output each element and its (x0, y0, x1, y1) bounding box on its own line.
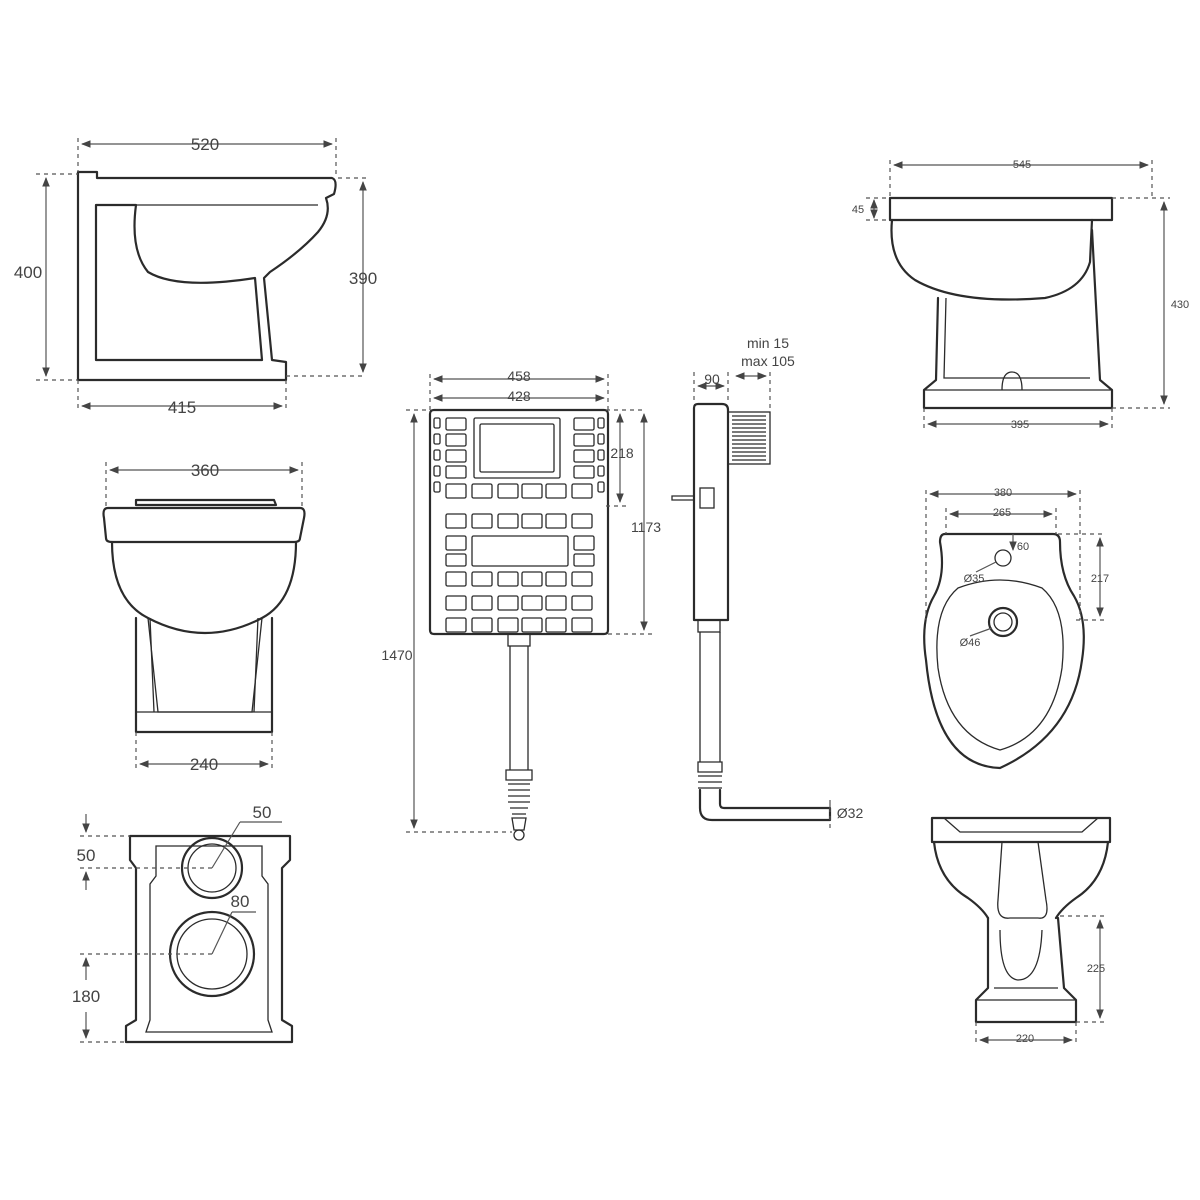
dim-wc-side-height: 400 (14, 263, 42, 282)
wc-base-view: 50 80 50 180 (72, 803, 294, 1044)
cistern-grid-cell (521, 513, 543, 529)
cistern-grid-cell (445, 433, 467, 447)
wc-front-view: 360 240 (102, 461, 306, 774)
dim-bidet-front-base-width: 220 (1016, 1033, 1034, 1045)
cistern-grid-cell (471, 595, 493, 611)
dim-wc-side-base-width: 415 (168, 398, 196, 417)
cistern-grid-cell (545, 513, 567, 529)
cistern-edge-clip (597, 481, 605, 493)
dim-cistern-outer-width: 458 (507, 368, 531, 384)
cistern-grid-cell (573, 465, 595, 479)
cistern-grid-cell (545, 483, 567, 499)
cistern-grid-cell (545, 571, 567, 587)
cistern-grid-cell (445, 595, 467, 611)
dim-cistern-depth: 90 (704, 371, 720, 387)
dim-base-hole-large-offset: 180 (72, 987, 100, 1006)
dim-bidet-hole-small: Ø35 (964, 573, 985, 585)
dim-bidet-inner-width: 265 (993, 507, 1011, 519)
cistern-grid-cell (521, 571, 543, 587)
cistern-grid-cell (573, 535, 595, 551)
cistern-grid-cell (497, 617, 519, 633)
cistern-grid-cell (445, 465, 467, 479)
dim-cistern-inner-width: 428 (507, 388, 531, 404)
cistern-grid-cell (545, 595, 567, 611)
cistern-grid-cell (497, 571, 519, 587)
cistern-grid-cell (497, 595, 519, 611)
cistern-side-view: 90 min 15 max 105 Ø32 (671, 335, 864, 828)
bidet-front-view: 225 220 (930, 816, 1112, 1046)
dim-bidet-base-width: 395 (1011, 419, 1029, 431)
cistern-grid-cell (445, 617, 467, 633)
cistern-grid-cell (521, 483, 543, 499)
cistern-edge-clip (433, 449, 441, 461)
dim-bidet-pedestal-height: 225 (1087, 963, 1105, 975)
cistern-grid-cell (571, 513, 593, 529)
bidet-top-view: 380 265 60 Ø35 217 Ø46 (923, 487, 1109, 770)
dim-cistern-panel-height: 218 (610, 445, 634, 461)
dim-wc-front-base-width: 240 (190, 755, 218, 774)
cistern-grid-cell (573, 433, 595, 447)
cistern-grid-cell (573, 553, 595, 567)
dim-wc-side-rim-height: 390 (349, 269, 377, 288)
cistern-grid-cell (445, 535, 467, 551)
cistern-grid-cell (471, 617, 493, 633)
dim-bidet-depth: 217 (1091, 573, 1109, 585)
cistern-access-window-inner (479, 423, 555, 473)
cistern-grid-cell (445, 449, 467, 463)
cistern-edge-clip (433, 481, 441, 493)
dim-bidet-rim-height: 45 (852, 204, 864, 216)
cistern-grid-cell (445, 553, 467, 567)
cistern-grid-cell (571, 483, 593, 499)
cistern-edge-clip (433, 433, 441, 445)
dim-cistern-outlet: Ø32 (837, 805, 864, 821)
cistern-grid-cell (497, 483, 519, 499)
cistern-grid-cell (471, 483, 493, 499)
dim-bidet-total-height: 430 (1171, 299, 1189, 311)
cistern-edge-clip (597, 465, 605, 477)
cistern-grid-cell (573, 449, 595, 463)
cistern-grid-cell (445, 571, 467, 587)
cistern-edge-clip (433, 465, 441, 477)
dim-cistern-total-height: 1470 (381, 647, 412, 663)
cistern-grid-cell (571, 595, 593, 611)
dim-cistern-range-min: min 15 (747, 335, 789, 351)
cistern-grid-cell (521, 617, 543, 633)
wc-side-view: 520 400 390 415 (14, 135, 377, 417)
cistern-edge-clip (597, 433, 605, 445)
dim-cistern-range-max: max 105 (741, 353, 795, 369)
dim-base-hole-small-offset: 50 (77, 846, 96, 865)
dim-bidet-top-width: 545 (1013, 159, 1031, 171)
cistern-flush-plate-area (471, 535, 569, 567)
cistern-edge-clip (597, 449, 605, 461)
cistern-grid-cell (471, 513, 493, 529)
cistern-access-window (473, 417, 561, 479)
cistern-grid-cell (445, 483, 467, 499)
dim-bidet-outer-width: 380 (994, 487, 1012, 499)
dim-bidet-hole-large: Ø46 (960, 637, 981, 649)
cistern-grid-cell (471, 571, 493, 587)
dim-wc-side-top-width: 520 (191, 135, 219, 154)
cistern-grid-cell (545, 617, 567, 633)
dim-base-hole-small: 50 (253, 803, 272, 822)
dim-wc-front-top-width: 360 (191, 461, 219, 480)
cistern-edge-clip (433, 417, 441, 429)
dim-bidet-hole-offset: 60 (1017, 541, 1029, 553)
cistern-grid-cell (571, 571, 593, 587)
dim-base-hole-large: 80 (231, 892, 250, 911)
bidet-side-view: 545 45 430 395 (852, 159, 1189, 431)
cistern-grid-cell (571, 617, 593, 633)
dim-cistern-frame-height: 1173 (631, 519, 661, 535)
cistern-grid-cell (573, 417, 595, 431)
cistern-grid-cell (497, 513, 519, 529)
cistern-grid-cell (445, 417, 467, 431)
cistern-grid-cell (445, 513, 467, 529)
cistern-grid-cell (521, 595, 543, 611)
cistern-edge-clip (597, 417, 605, 429)
cistern-front-view: 458 428 218 1173 1470 (381, 368, 661, 841)
